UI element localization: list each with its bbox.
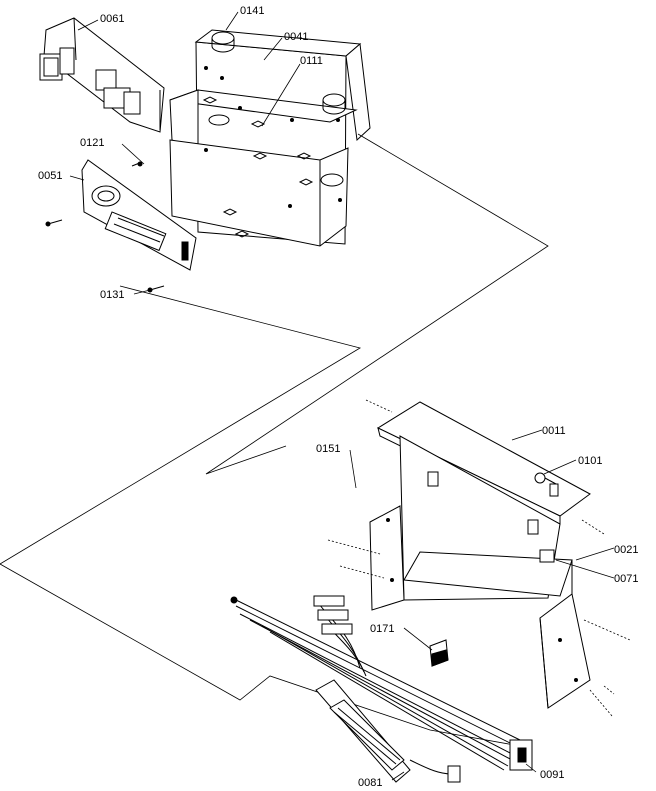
label-0081: 0081 (358, 777, 382, 789)
flat-harness (315, 679, 461, 783)
part-labels: 0061 0141 0041 0111 0121 0051 0131 0011 … (38, 5, 638, 789)
label-0021: 0021 (614, 544, 638, 556)
label-0141: 0141 (240, 5, 264, 17)
label-0101: 0101 (578, 455, 602, 467)
label-0171: 0171 (370, 623, 394, 635)
label-0091: 0091 (540, 769, 564, 781)
label-0131: 0131 (100, 289, 124, 301)
assembly-outline-line (205, 133, 549, 475)
lower-cabinet-assembly (327, 399, 631, 717)
upper-bracket-assembly (169, 29, 371, 247)
assembly-outline-line-2 (0, 285, 521, 747)
label-0111: 0111 (300, 55, 323, 67)
label-0011: 0011 (542, 425, 566, 437)
label-0121: 0121 (80, 137, 104, 149)
transformer-board (39, 17, 165, 133)
label-0061: 0061 (100, 13, 124, 25)
label-0051: 0051 (38, 170, 62, 182)
label-0151: 0151 (316, 443, 340, 455)
label-0041: 0041 (284, 31, 308, 43)
wire-harness (230, 595, 533, 771)
label-0071: 0071 (614, 573, 638, 585)
leader-lines (69, 11, 615, 781)
control-board (45, 159, 197, 293)
